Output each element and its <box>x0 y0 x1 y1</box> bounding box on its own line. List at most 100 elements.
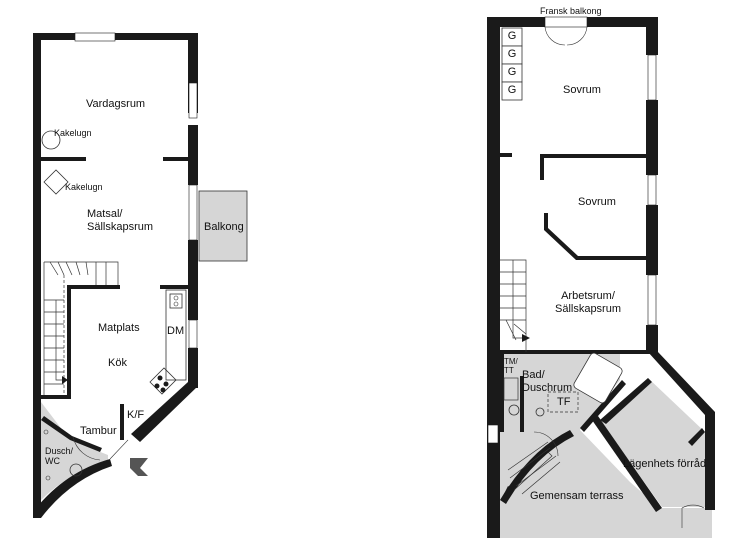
label-kakelugn-2: Kakelugn <box>65 182 103 192</box>
wall-sovrum2-bay <box>544 213 650 260</box>
label-tf: TF <box>557 396 571 408</box>
tf-box <box>547 391 579 413</box>
door-dusch <box>72 436 101 461</box>
window-arbetsrum <box>647 274 657 326</box>
bad-sink-icon <box>535 407 545 417</box>
label-dm: DM <box>167 325 185 337</box>
wall-bad-left <box>520 376 524 432</box>
wardrobe-g-4: G <box>507 84 517 96</box>
room-arbetsrum-line1: Arbetsrum/ <box>561 290 615 302</box>
room-gemensam-terrass: Gemensam terrass <box>530 490 624 502</box>
left-right-wall-upper <box>188 33 198 113</box>
wall-bad-top <box>500 350 658 354</box>
room-sovrum-1: Sovrum <box>563 84 601 96</box>
forrad-door-swing <box>681 504 705 528</box>
window-vardagsrum <box>188 82 198 119</box>
wall-forrad-door-stub <box>688 428 705 446</box>
room-matplats: Matplats <box>98 322 140 334</box>
wall-sovrum-divider <box>540 154 650 158</box>
wardrobe-group <box>501 27 523 101</box>
right-floor <box>487 16 715 538</box>
wall-left-stub <box>500 153 512 157</box>
wall-bad-diag <box>580 380 626 432</box>
left-floor <box>33 32 248 518</box>
window-dm <box>188 319 198 349</box>
room-matsal-line1: Matsal/ <box>87 208 123 220</box>
kitchen-wall-right <box>160 285 188 289</box>
window-sovrum-1 <box>647 54 657 101</box>
label-tmtt-line2: TT <box>504 366 514 375</box>
room-bad-line1: Bad/ <box>522 369 545 381</box>
window-matsal <box>188 184 198 241</box>
bad-door-swing <box>533 431 559 457</box>
room-arbetsrum-line2: Sällskapsrum <box>554 303 622 315</box>
kakelugn-icon-2 <box>43 169 69 195</box>
right-wall-mid <box>646 100 658 175</box>
wardrobe-g-3: G <box>507 66 517 78</box>
room-dusch-line2: WC <box>45 456 60 466</box>
room-lagenhets-forrad: Lägenhets förråd <box>623 458 707 470</box>
wardrobe-g-2: G <box>507 48 517 60</box>
wall-stair-curve <box>500 430 574 504</box>
wc-icon <box>69 463 83 477</box>
stair-arrow-left <box>62 376 68 384</box>
left-right-wall-low <box>188 348 198 388</box>
room-dusch: Dusch/ WC <box>45 446 73 466</box>
terrace-stair-arrow <box>504 486 514 494</box>
wall-forrad-right <box>705 420 715 510</box>
fransk-door-swing <box>544 26 588 46</box>
terrace-floor <box>500 430 712 538</box>
room-kok: Kök <box>108 357 127 369</box>
door-entry <box>109 439 129 460</box>
sink-dusch-icon <box>45 475 51 481</box>
right-wall-upper <box>646 17 658 55</box>
room-arbetsrum: Arbetsrum/ Sällskapsrum <box>548 290 628 316</box>
shower-drain-icon <box>43 429 49 435</box>
stair-arrow-right <box>522 334 530 342</box>
room-tambur: Tambur <box>80 425 117 437</box>
stove-icon <box>149 367 177 395</box>
dusch-wall <box>41 416 102 452</box>
wall-forrad-a <box>600 378 652 424</box>
room-balkong: Balkong <box>204 221 244 233</box>
room-bad-line2: Duschrum <box>522 382 573 394</box>
left-stairs <box>43 261 119 395</box>
wall-forrad-b <box>592 416 662 512</box>
fransk-balkong-opening <box>544 16 588 28</box>
left-diag-wall <box>131 382 198 442</box>
wardrobe-g-1: G <box>507 30 517 42</box>
window-sovrum-2 <box>647 174 657 206</box>
room-matsal-line2: Sällskapsrum <box>87 221 154 233</box>
label-fransk-balkong: Fransk balkong <box>540 6 602 16</box>
bathtub-icon <box>573 352 623 404</box>
forrad-floor <box>600 378 705 507</box>
kitchen-wall <box>67 285 120 395</box>
bad-wc-icon <box>508 404 520 416</box>
label-kakelugn-1: Kakelugn <box>54 128 92 138</box>
left-right-wall-mid2 <box>188 240 198 320</box>
label-tmtt-line1: TM/ <box>504 357 518 366</box>
right-wall-low <box>646 325 658 353</box>
kf-wall <box>120 404 124 440</box>
label-tmtt: TM/ TT <box>504 357 518 375</box>
balkong-box <box>198 190 248 262</box>
room-bad: Bad/ Duschrum <box>522 369 572 395</box>
left-right-wall-mid <box>188 125 198 185</box>
wall-diag-right <box>648 352 715 420</box>
partition-left-stub <box>41 157 86 161</box>
wall-tmtt <box>500 352 504 432</box>
window-bad <box>487 424 499 444</box>
terrace-stairs <box>507 441 561 495</box>
partition-right-stub <box>163 157 190 161</box>
label-kf: K/F <box>127 409 145 421</box>
tambur-partition <box>41 395 71 399</box>
tmtt-box <box>503 377 519 401</box>
entry-arrow-icon <box>130 458 148 476</box>
window-top <box>74 32 116 42</box>
right-stairs <box>500 259 527 352</box>
sink-icon <box>169 293 183 309</box>
right-wall-mid2 <box>646 205 658 275</box>
kakelugn-icon-1 <box>41 130 61 150</box>
room-matsal: Matsal/ Sällskapsrum <box>87 208 153 234</box>
